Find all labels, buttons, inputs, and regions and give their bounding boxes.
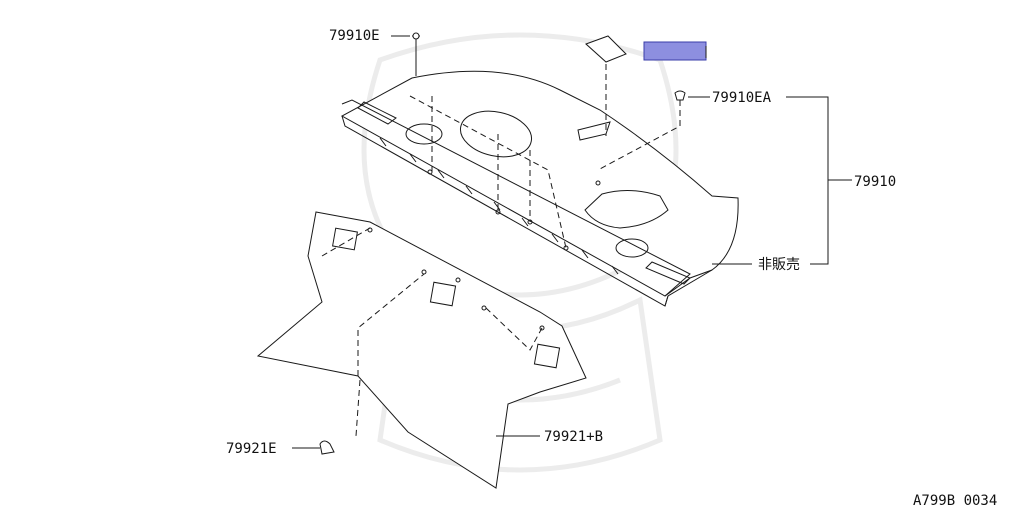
highlighted-part-tag [643,41,707,61]
label-79910E: 79910E [329,28,380,44]
trim-panel [256,211,587,489]
label-79921B: 79921+B [544,429,603,445]
clip-79910EA-icon [597,90,686,171]
diagram-code: A799B 0034 [913,493,997,509]
clip-79921E-icon [319,440,335,455]
label-79910: 79910 [854,174,896,190]
label-not-sold: 非販売 [758,257,800,273]
label-79921E: 79921E [226,441,277,457]
clip-79910E-icon [412,32,420,76]
parcel-shelf [340,70,739,307]
bracket-part [585,35,627,136]
label-79910EA: 79910EA [712,90,772,106]
